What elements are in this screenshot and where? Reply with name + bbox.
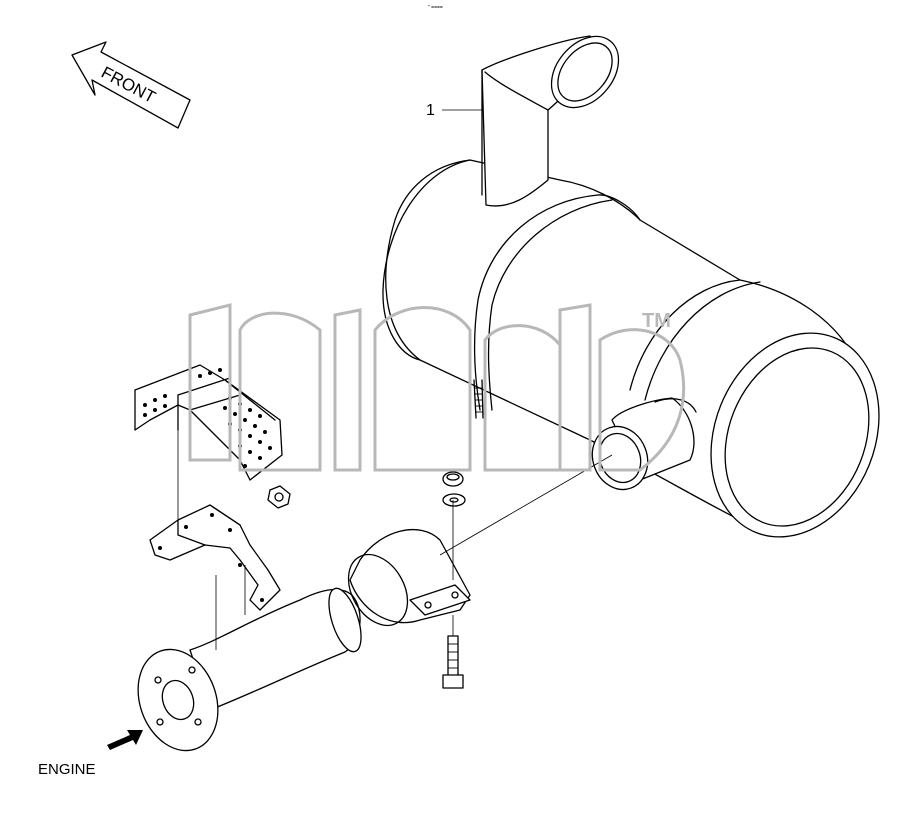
heat-shield bbox=[134, 364, 283, 481]
assembly-lines bbox=[177, 430, 613, 650]
engine-pipe bbox=[137, 587, 362, 752]
front-arrow: FRONT bbox=[71, 41, 191, 129]
callout-1-label: 1 bbox=[426, 102, 435, 119]
watermark: TM bbox=[188, 303, 686, 472]
clamp-washer bbox=[442, 493, 466, 507]
band-bolt bbox=[473, 379, 484, 419]
pipe-clamp bbox=[347, 528, 471, 627]
callout-1: 1 bbox=[426, 102, 482, 119]
muffler bbox=[382, 159, 880, 538]
mounting-bracket bbox=[149, 504, 281, 611]
engine-label: ENGINE bbox=[38, 761, 96, 778]
engine-arrow: ENGINE bbox=[38, 730, 143, 778]
top-mark: " ==== bbox=[428, 5, 443, 11]
clamp-nut bbox=[442, 471, 464, 487]
watermark-tm: TM bbox=[642, 310, 671, 332]
clamp-bolt bbox=[442, 635, 464, 689]
tail-pipe bbox=[481, 35, 620, 207]
shield-screw bbox=[267, 485, 291, 509]
